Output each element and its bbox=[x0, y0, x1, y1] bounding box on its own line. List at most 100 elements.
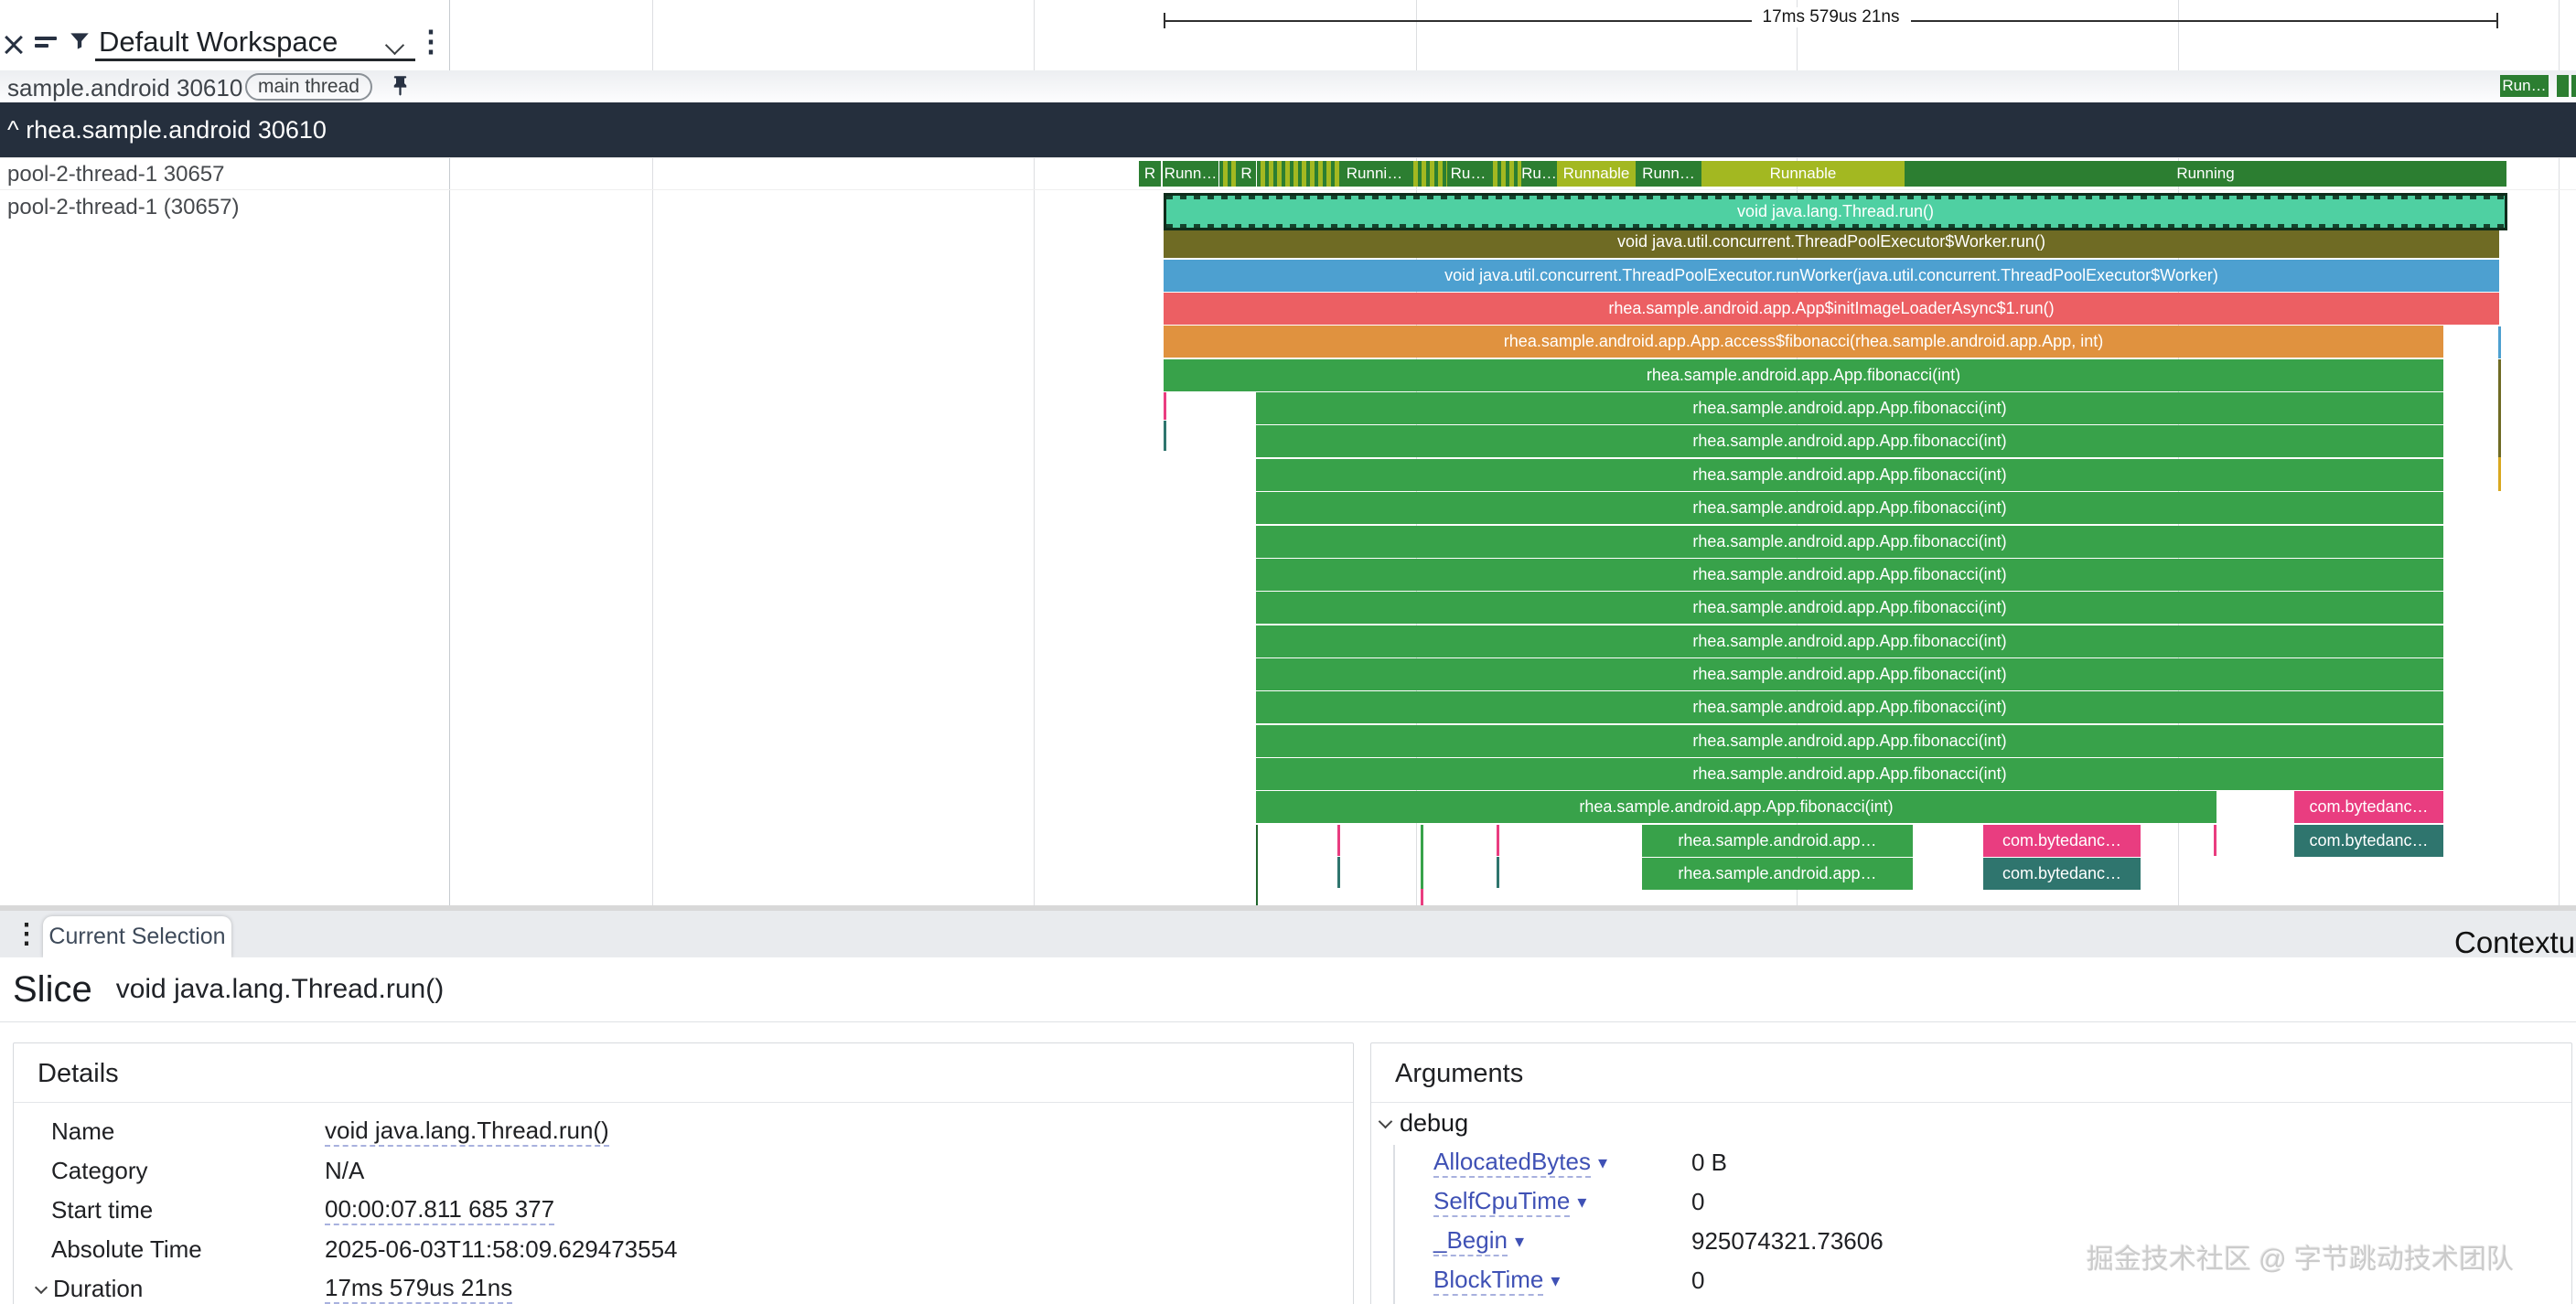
tick-label: 000 000 000 bbox=[1422, 0, 1568, 7]
flame-slice[interactable]: com.bytedanc… bbox=[2294, 791, 2443, 824]
flame-sliver[interactable] bbox=[1256, 825, 1258, 907]
thread-state-chip[interactable]: Runni… bbox=[1339, 161, 1410, 187]
process-group-header[interactable]: ^ rhea.sample.android 30610 bbox=[0, 102, 2576, 157]
flame-slice[interactable]: rhea.sample.android.app.App.fibonacci(in… bbox=[1256, 791, 2216, 824]
flame-slice[interactable]: rhea.sample.android.app.App.fibonacci(in… bbox=[1256, 625, 2443, 657]
details-label: Duration bbox=[14, 1275, 325, 1303]
flame-slice[interactable]: rhea.sample.android.app.App.fibonacci(in… bbox=[1256, 525, 2443, 558]
flame-slice[interactable]: com.bytedanc… bbox=[1983, 858, 2141, 890]
thread-state-chip[interactable]: Runn… bbox=[1163, 161, 1218, 187]
thread-state-chip[interactable]: Running bbox=[1905, 161, 2506, 187]
flame-sliver[interactable] bbox=[1337, 825, 1340, 856]
flame-slice[interactable]: rhea.sample.android.app.App.access$fibon… bbox=[1164, 326, 2443, 358]
track-name-sched[interactable]: pool-2-thread-1 30657 bbox=[7, 162, 225, 187]
flame-slice[interactable]: com.bytedanc… bbox=[1983, 824, 2141, 857]
flame-slice[interactable]: rhea.sample.android.app.App.fibonacci(in… bbox=[1256, 657, 2443, 690]
flame-slice[interactable]: com.bytedanc… bbox=[2294, 824, 2443, 857]
flame-slice[interactable]: void java.lang.Thread.run() bbox=[1164, 193, 2507, 230]
tab-menu-icon[interactable]: ⋮ bbox=[13, 919, 40, 949]
flame-slice[interactable]: rhea.sample.android.app.App.fibonacci(in… bbox=[1256, 691, 2443, 724]
argument-value: 0 bbox=[1691, 1188, 1705, 1215]
flame-slice[interactable]: rhea.sample.android.app.App.fibonacci(in… bbox=[1256, 492, 2443, 525]
flame-slice[interactable]: rhea.sample.android.app.App.fibonacci(in… bbox=[1256, 757, 2443, 790]
details-value: N/A bbox=[325, 1157, 365, 1184]
flame-sliver[interactable] bbox=[1421, 825, 1423, 889]
argument-key[interactable]: AllocatedBytes bbox=[1433, 1148, 1591, 1178]
thread-state-chip[interactable]: Ru… bbox=[1447, 161, 1489, 187]
thread-state-chip[interactable] bbox=[1489, 161, 1521, 187]
thread-state-chip[interactable] bbox=[1410, 161, 1447, 187]
flame-slice[interactable]: rhea.sample.android.app… bbox=[1642, 824, 1913, 857]
flame-sliver[interactable] bbox=[1497, 825, 1499, 856]
flame-slice[interactable]: rhea.sample.android.app… bbox=[1642, 858, 1913, 890]
thread-state-chip[interactable]: R bbox=[1237, 161, 1256, 187]
process-name: rhea.sample.android 30610 bbox=[26, 116, 327, 144]
dropdown-caret-icon[interactable]: ▾ bbox=[1551, 1271, 1561, 1291]
details-value[interactable]: 00:00:07.811 685 377 bbox=[325, 1195, 555, 1225]
flame-slice[interactable]: rhea.sample.android.app.App.fibonacci(in… bbox=[1256, 458, 2443, 491]
argument-key[interactable]: _Begin bbox=[1433, 1226, 1508, 1256]
thread-state-chip[interactable]: Ru… bbox=[1521, 161, 1557, 187]
tick-label: 000 000 000 bbox=[2564, 0, 2576, 7]
dropdown-caret-icon[interactable]: ▾ bbox=[1577, 1192, 1587, 1213]
flame-slice[interactable]: rhea.sample.android.app.App$initImageLoa… bbox=[1164, 293, 2499, 326]
details-value[interactable]: 17ms 579us 21ns bbox=[325, 1274, 513, 1304]
sched-chip[interactable]: Run… bbox=[2500, 75, 2549, 97]
arg-group-debug[interactable]: debug bbox=[1371, 1103, 2571, 1143]
argument-key[interactable]: BlockTime bbox=[1433, 1266, 1544, 1296]
flame-sliver[interactable] bbox=[1497, 857, 1499, 888]
dropdown-caret-icon[interactable]: ▾ bbox=[1597, 1153, 1608, 1173]
flame-slice[interactable]: rhea.sample.android.app.App.fibonacci(in… bbox=[1256, 392, 2443, 425]
time-span-ruler: 17ms 579us 21ns bbox=[1164, 7, 2498, 28]
sched-chip[interactable] bbox=[2571, 75, 2576, 97]
chevron-down-icon[interactable] bbox=[384, 35, 405, 56]
details-value[interactable]: void java.lang.Thread.run() bbox=[325, 1117, 609, 1147]
thread-state-chip[interactable]: Runn… bbox=[1636, 161, 1701, 187]
arg-group-label: debug bbox=[1400, 1108, 1469, 1137]
flame-slice[interactable]: rhea.sample.android.app.App.fibonacci(in… bbox=[1164, 358, 2443, 391]
flame-sliver[interactable] bbox=[2498, 457, 2501, 491]
thread-state-chip[interactable]: Runnable bbox=[1701, 161, 1905, 187]
dropdown-caret-icon[interactable]: ▾ bbox=[1514, 1232, 1525, 1252]
thread-state-chip[interactable]: Runnable bbox=[1557, 161, 1636, 187]
sort-icon[interactable] bbox=[35, 33, 57, 51]
panel-divider[interactable] bbox=[0, 905, 2576, 911]
argument-row: BlockTime▾0 bbox=[1371, 1261, 2571, 1300]
thread-state-chip[interactable] bbox=[1219, 161, 1237, 187]
tick-label: 000 000 000 bbox=[2184, 0, 2330, 7]
track-name-slices[interactable]: pool-2-thread-1 (30657) bbox=[7, 195, 240, 219]
arguments-title: Arguments bbox=[1395, 1059, 1524, 1088]
argument-key[interactable]: SelfCpuTime bbox=[1433, 1187, 1571, 1217]
pin-icon[interactable] bbox=[388, 74, 413, 103]
argument-row: SelfCpuTime ▾ 0 bbox=[1371, 1182, 2571, 1222]
thread-state-chip[interactable]: R bbox=[1139, 161, 1161, 187]
flame-sliver[interactable] bbox=[1337, 857, 1340, 888]
sched-chip[interactable] bbox=[2557, 75, 2569, 97]
collapse-caret: ^ bbox=[7, 116, 19, 144]
ruler-duration-label: 17ms 579us 21ns bbox=[1751, 7, 1911, 27]
flame-sliver[interactable] bbox=[1164, 421, 1166, 451]
flame-slice[interactable]: rhea.sample.android.app.App.fibonacci(in… bbox=[1256, 592, 2443, 625]
flame-slice[interactable]: void java.util.concurrent.ThreadPoolExec… bbox=[1164, 259, 2499, 292]
flame-sliver[interactable] bbox=[1164, 392, 1166, 420]
flame-sliver[interactable] bbox=[1421, 889, 1423, 907]
flame-slice[interactable]: rhea.sample.android.app.App.fibonacci(in… bbox=[1256, 558, 2443, 591]
flame-slice[interactable]: void java.util.concurrent.ThreadPoolExec… bbox=[1164, 226, 2499, 259]
selection-kind: Slice bbox=[13, 968, 92, 1010]
flame-sliver[interactable] bbox=[2498, 326, 2501, 358]
flame-sliver[interactable] bbox=[2214, 825, 2216, 856]
workspace-selector[interactable]: Default Workspace bbox=[99, 26, 338, 58]
filter-icon[interactable] bbox=[68, 29, 91, 58]
contextual-options-button[interactable]: Contextual bbox=[2454, 925, 2576, 959]
tab-current-selection[interactable]: Current Selection bbox=[43, 916, 231, 957]
details-label: Absolute Time bbox=[51, 1235, 202, 1263]
workspace-menu-icon[interactable]: ⋮ bbox=[416, 25, 445, 58]
track-row-main-thread[interactable]: sample.android 30610 main thread bbox=[0, 70, 2576, 102]
flame-slice[interactable]: rhea.sample.android.app.App.fibonacci(in… bbox=[1256, 724, 2443, 757]
collapse-tracks-icon[interactable] bbox=[5, 28, 23, 61]
flame-slice[interactable]: rhea.sample.android.app.App.fibonacci(in… bbox=[1256, 425, 2443, 458]
flame-sliver[interactable] bbox=[2498, 359, 2501, 457]
thread-state-chip[interactable] bbox=[1257, 161, 1339, 187]
